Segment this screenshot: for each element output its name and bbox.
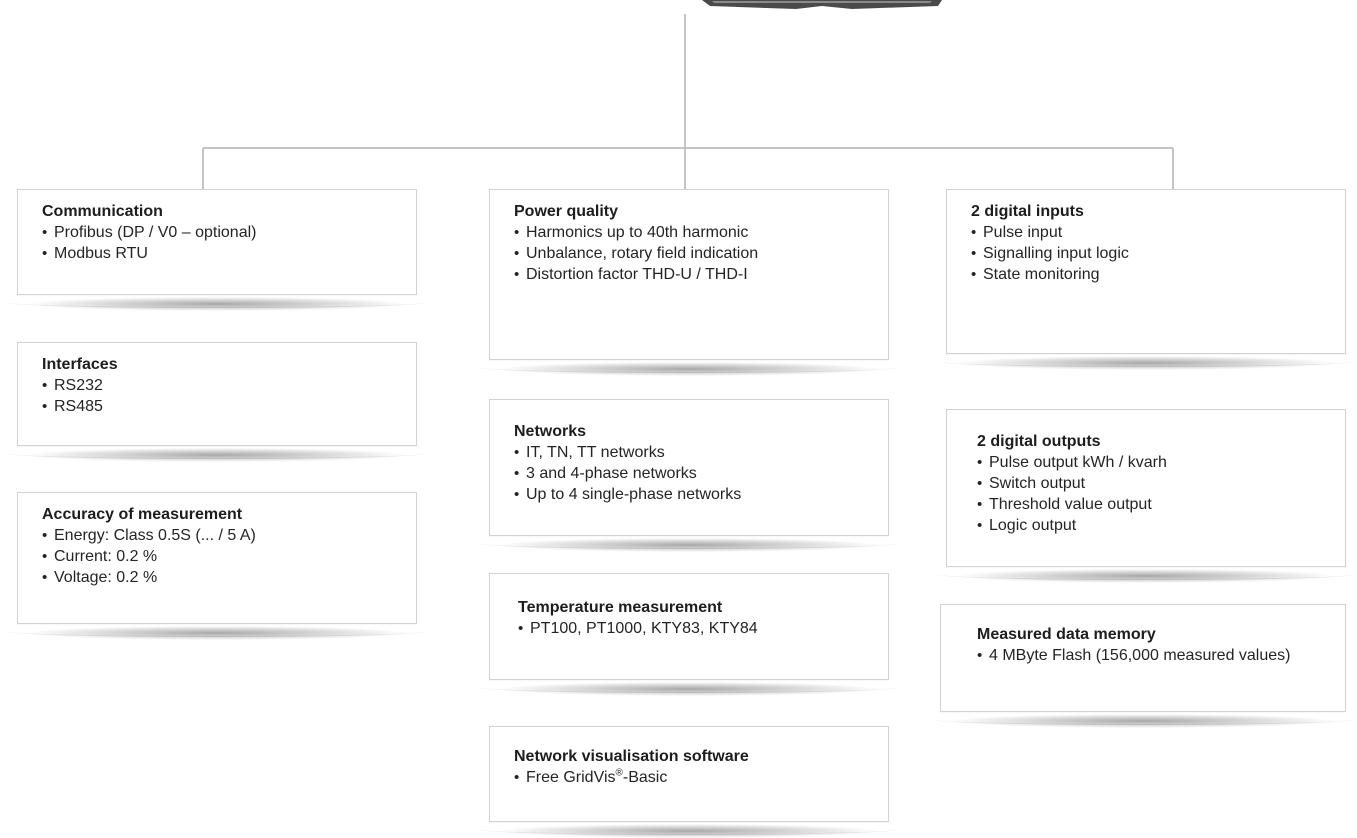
interfaces-box: Interfaces RS232 RS485 bbox=[8, 342, 426, 462]
list-item: Current: 0.2 % bbox=[42, 546, 416, 567]
list-item: 4 MByte Flash (156,000 measured values) bbox=[977, 645, 1345, 666]
data-memory-list: 4 MByte Flash (156,000 measured values) bbox=[977, 645, 1345, 666]
list-item: Logic output bbox=[977, 515, 1345, 536]
interfaces-list: RS232 RS485 bbox=[42, 375, 416, 417]
data-memory-box: Measured data memory 4 MByte Flash (156,… bbox=[931, 604, 1355, 728]
registered-mark: ® bbox=[615, 767, 623, 779]
digital-inputs-title: 2 digital inputs bbox=[971, 203, 1084, 220]
networks-list: IT, TN, TT networks 3 and 4-phase networ… bbox=[514, 442, 888, 505]
visualisation-title: Network visualisation software bbox=[514, 748, 749, 765]
power-quality-box: Power quality Harmonics up to 40th harmo… bbox=[480, 189, 898, 376]
accuracy-box: Accuracy of measurement Energy: Class 0.… bbox=[8, 492, 426, 640]
digital-outputs-title: 2 digital outputs bbox=[977, 433, 1101, 450]
communication-list: Profibus (DP / V0 – optional) Modbus RTU bbox=[42, 222, 416, 264]
digital-inputs-box: 2 digital inputs Pulse input Signalling … bbox=[937, 189, 1355, 370]
temperature-box: Temperature measurement PT100, PT1000, K… bbox=[480, 573, 898, 696]
digital-outputs-list: Pulse output kWh / kvarh Switch output T… bbox=[977, 452, 1345, 536]
networks-box: Networks IT, TN, TT networks 3 and 4-pha… bbox=[480, 399, 898, 552]
list-item: IT, TN, TT networks bbox=[514, 442, 888, 463]
list-item: RS232 bbox=[42, 375, 416, 396]
list-item: Harmonics up to 40th harmonic bbox=[514, 222, 888, 243]
data-memory-title: Measured data memory bbox=[977, 626, 1156, 643]
list-item: Switch output bbox=[977, 473, 1345, 494]
list-item: State monitoring bbox=[971, 264, 1345, 285]
temperature-list: PT100, PT1000, KTY83, KTY84 bbox=[518, 618, 888, 639]
list-item: Voltage: 0.2 % bbox=[42, 567, 416, 588]
power-quality-list: Harmonics up to 40th harmonic Unbalance,… bbox=[514, 222, 888, 285]
list-item: 3 and 4-phase networks bbox=[514, 463, 888, 484]
accuracy-title: Accuracy of measurement bbox=[42, 506, 243, 523]
list-item: Unbalance, rotary field indication bbox=[514, 243, 888, 264]
device-image-edge bbox=[702, 0, 942, 9]
interfaces-title: Interfaces bbox=[42, 356, 118, 373]
list-item: Threshold value output bbox=[977, 494, 1345, 515]
visualisation-list: Free GridVis®-Basic bbox=[514, 767, 888, 788]
list-item: Distortion factor THD-U / THD-I bbox=[514, 264, 888, 285]
list-item: Energy: Class 0.5S (... / 5 A) bbox=[42, 525, 416, 546]
list-item: Signalling input logic bbox=[971, 243, 1345, 264]
digital-outputs-box: 2 digital outputs Pulse output kWh / kva… bbox=[937, 409, 1355, 583]
communication-title: Communication bbox=[42, 203, 163, 220]
list-item: PT100, PT1000, KTY83, KTY84 bbox=[518, 618, 888, 639]
visualisation-box: Network visualisation software Free Grid… bbox=[480, 726, 898, 838]
digital-inputs-list: Pulse input Signalling input logic State… bbox=[971, 222, 1345, 285]
list-item: Up to 4 single-phase networks bbox=[514, 484, 888, 505]
list-item: RS485 bbox=[42, 396, 416, 417]
accuracy-list: Energy: Class 0.5S (... / 5 A) Current: … bbox=[42, 525, 416, 588]
gridvis-suffix: -Basic bbox=[622, 769, 668, 786]
power-quality-title: Power quality bbox=[514, 203, 619, 220]
gridvis-label: Free GridVis bbox=[526, 769, 616, 786]
temperature-title: Temperature measurement bbox=[518, 599, 723, 616]
list-item: Modbus RTU bbox=[42, 243, 416, 264]
networks-title: Networks bbox=[514, 423, 587, 440]
list-item: Pulse input bbox=[971, 222, 1345, 243]
list-item: Pulse output kWh / kvarh bbox=[977, 452, 1345, 473]
list-item: Profibus (DP / V0 – optional) bbox=[42, 222, 416, 243]
list-item: Free GridVis®-Basic bbox=[514, 767, 888, 788]
communication-box: Communication Profibus (DP / V0 – option… bbox=[8, 189, 426, 311]
